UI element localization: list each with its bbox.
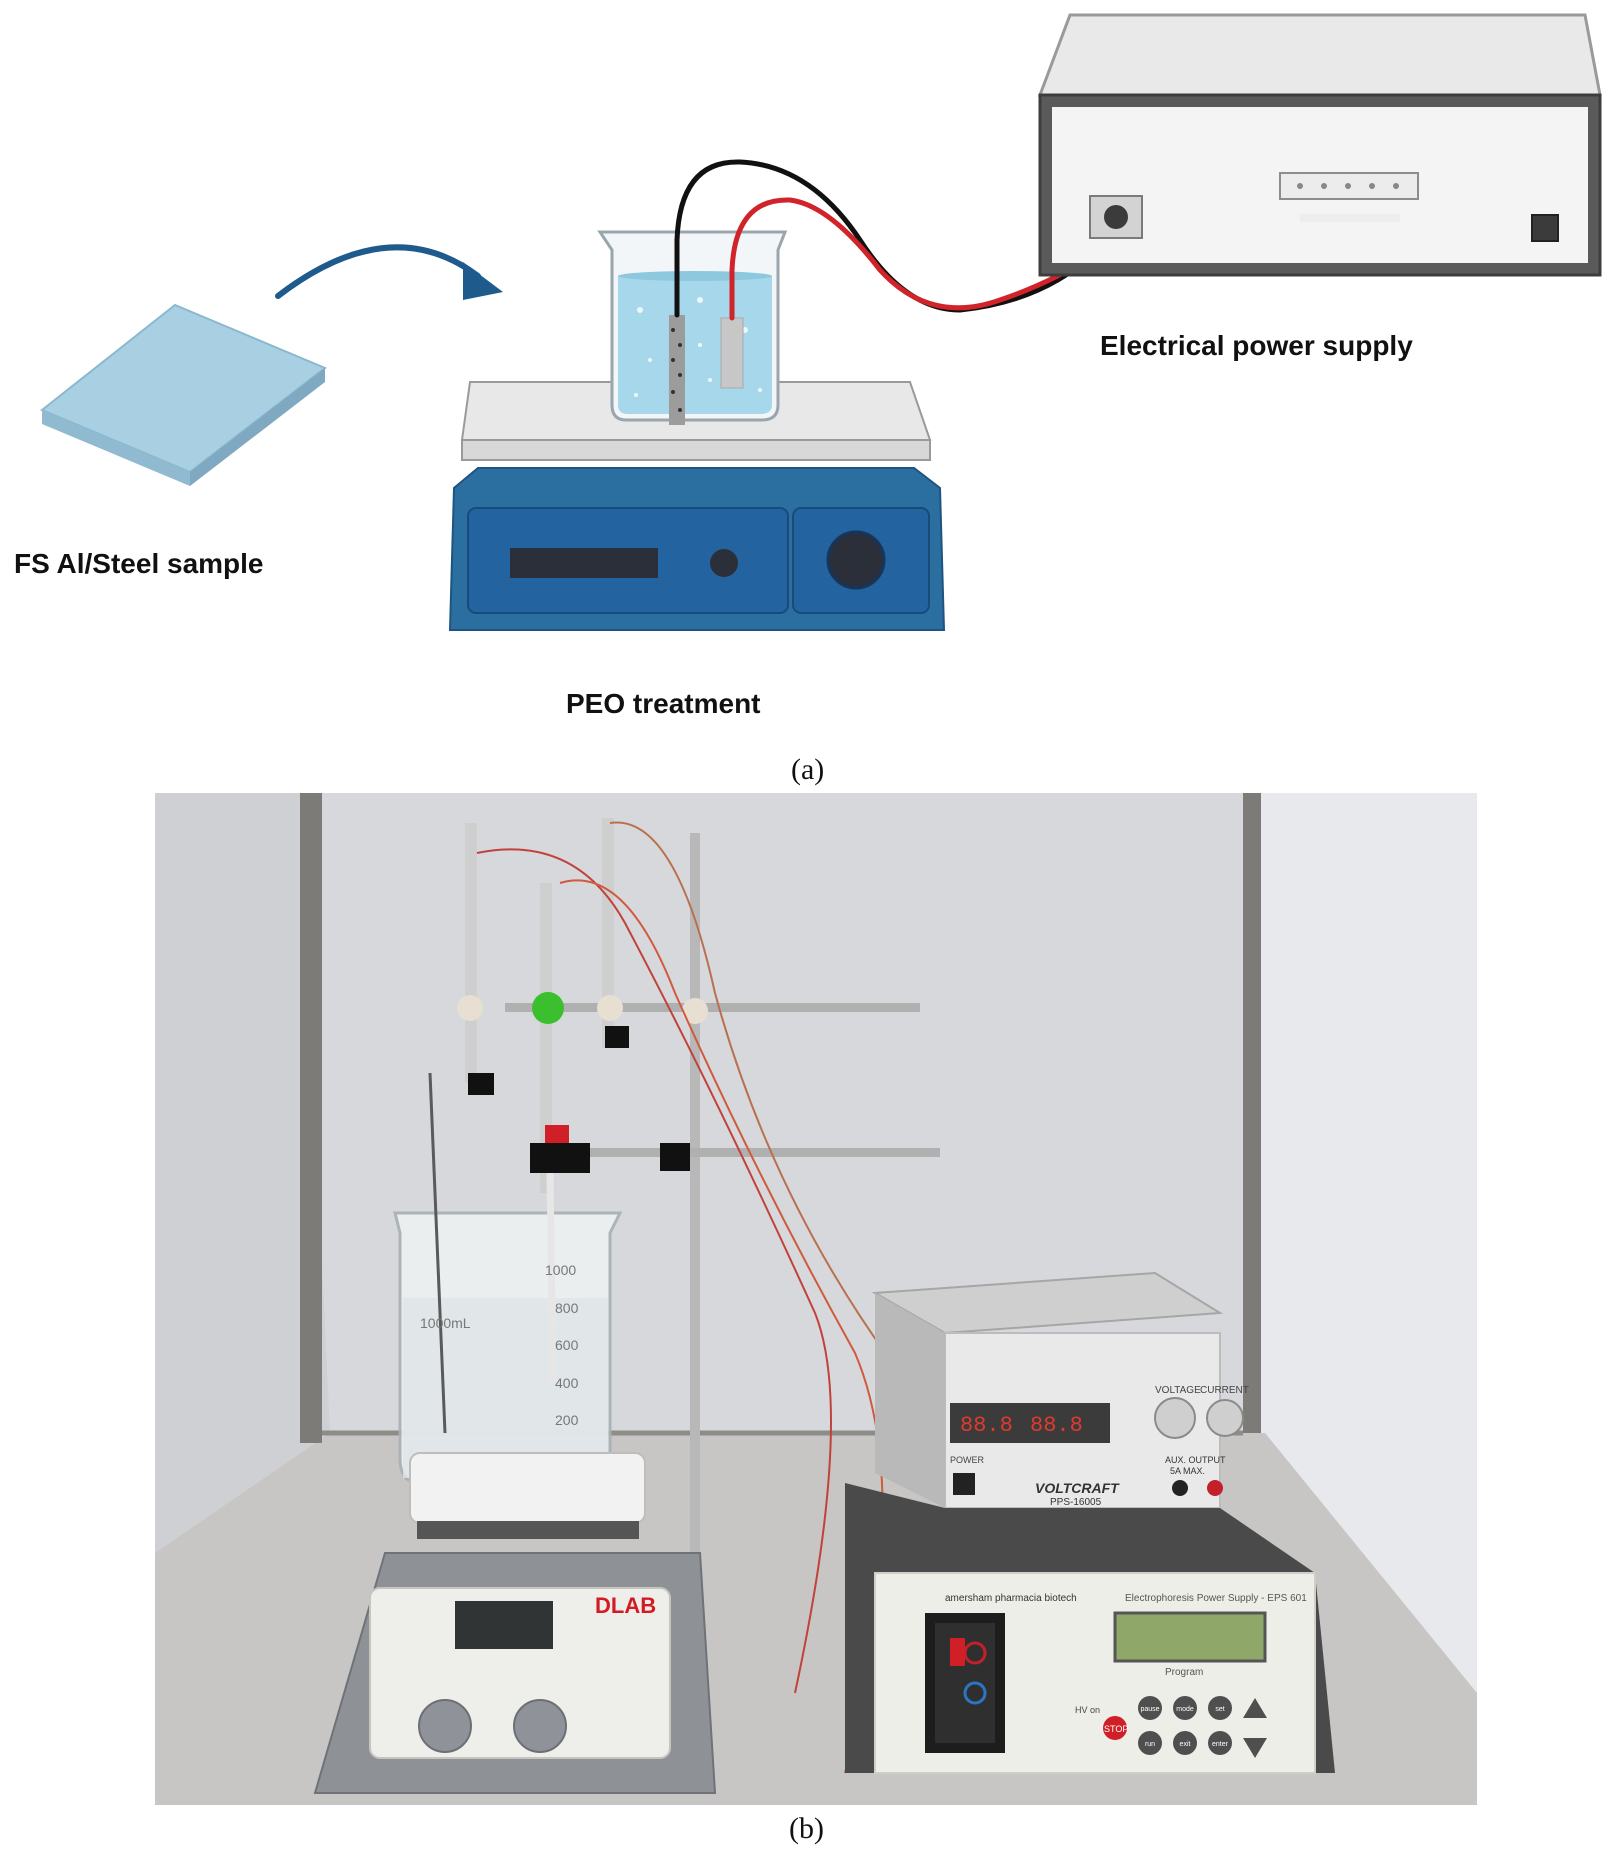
psu-display-voltage: 88.8 [960,1413,1013,1438]
beaker-mark-600: 600 [555,1337,579,1353]
beaker-capacity: 1000mL [420,1315,471,1331]
eps-key-pause: pause [1140,1706,1159,1713]
beaker [597,230,788,425]
beaker-mark-200: 200 [555,1412,579,1428]
photo-lab-psu: 88.8 88.8 VOLTAGE CURRENT POWER VOLTCRAF… [871,1271,1249,1509]
wires [674,159,1121,321]
psu-display-current: 88.8 [1030,1413,1083,1438]
photo-stirrer: DLAB [313,1452,717,1794]
psu-power-label: POWER [950,1455,985,1465]
panel-tag-b: (b) [789,1812,824,1845]
eps-program-label: Program [1165,1667,1203,1678]
sample-plate [40,303,327,486]
eps-key-set: set [1215,1706,1224,1713]
photo-beaker: 1000 800 600 400 200 1000mL [393,1072,623,1485]
eps-key-exit: exit [1180,1741,1191,1748]
schematic-diagram [40,13,1602,631]
eps-key-run: run [1145,1741,1155,1748]
eps-brand: amersham pharmacia biotech [945,1593,1077,1604]
eps-hv-label: HV on [1075,1705,1100,1715]
psu-voltage-label: VOLTAGE [1155,1385,1201,1396]
beaker-mark-400: 400 [555,1375,579,1391]
hotplate-brand: DLAB [595,1593,656,1618]
beaker-mark-1000: 1000 [545,1262,576,1278]
lab-photo: 1000 800 600 400 200 1000mL DLAB 88.8 88… [155,793,1477,1805]
eps-stop-label: STOP [1104,1724,1128,1734]
process-arrow [275,244,503,300]
beaker-mark-800: 800 [555,1300,579,1316]
psu-aux-label: AUX. OUTPUT [1165,1455,1226,1465]
power-supply-schematic [1037,13,1602,277]
eps-key-enter: enter [1212,1741,1229,1748]
power-supply-label: Electrical power supply [1100,330,1413,361]
psu-current-label: CURRENT [1200,1385,1249,1396]
sample-label: FS Al/Steel sample [14,548,264,579]
peo-label: PEO treatment [566,688,761,719]
photo-eps-supply: amersham pharmacia biotech Electrophores… [845,1483,1335,1774]
eps-title: Electrophoresis Power Supply - EPS 601 [1125,1593,1307,1604]
psu-model: PPS-16005 [1050,1497,1102,1508]
eps-key-mode: mode [1176,1706,1194,1713]
psu-aux-sub: 5A MAX. [1170,1466,1205,1476]
panel-tag-a: (a) [791,753,825,786]
psu-brand: VOLTCRAFT [1035,1480,1120,1496]
